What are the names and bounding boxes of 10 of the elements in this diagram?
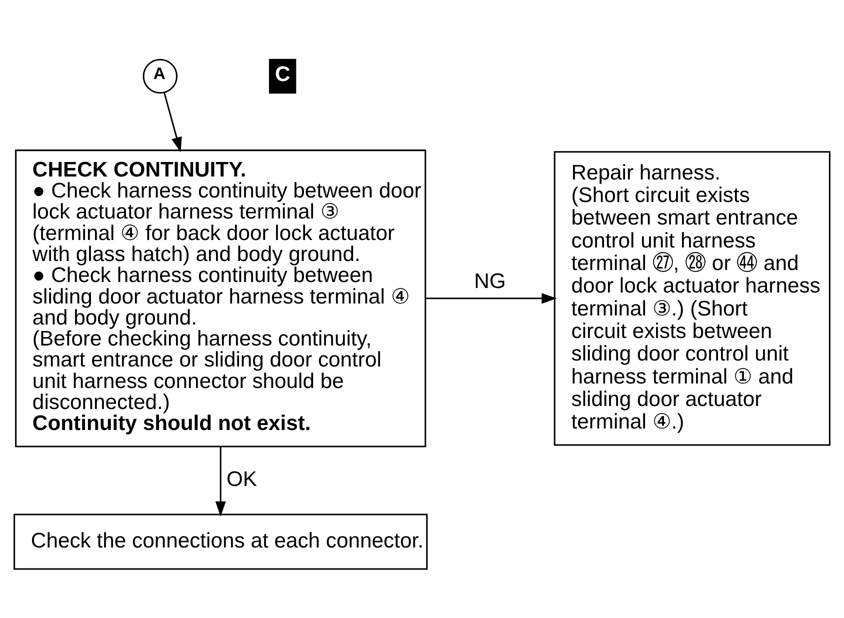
arrow bbox=[164, 92, 182, 152]
edge-label: OK bbox=[226, 468, 258, 492]
label: C bbox=[275, 63, 290, 86]
arrow bbox=[215, 446, 226, 516]
arrow bbox=[426, 293, 557, 304]
node-box: Repair harness. (Short circuit exists between smart entrance control unit harness terminal ㉗, ㉘ or ㊹ and door lock actuator harness terminal ③.) (Short circuit exists between sliding door control unit harness terminal ① and sliding door actuator terminal ④.) bbox=[554, 151, 830, 446]
node-circle: A bbox=[142, 58, 178, 94]
edge-label: NG bbox=[474, 270, 506, 294]
node-box: Check the connections at each connector. bbox=[14, 514, 428, 570]
node-box: CHECK CONTINUITY. ● Check harness continuity between door lock actuator harness terminal ③ (terminal ④ for back door lock actuator with glass hatch) and body ground. ● Check harness continuity between sliding door actuator harness terminal ④ and body ground. (Before checking harness continuity, smart entrance or sliding door control unit harness connector should be disconnected.) Continuity should not exist. bbox=[15, 150, 426, 448]
